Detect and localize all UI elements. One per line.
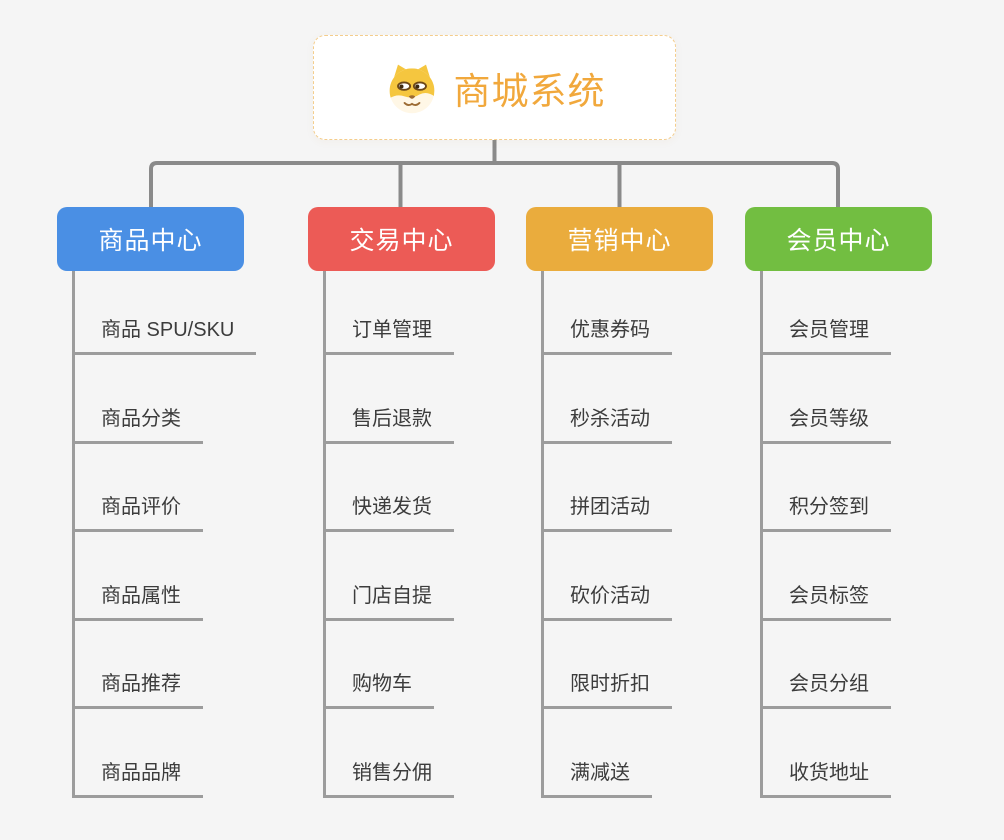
topic-label: 会员标签 bbox=[763, 583, 891, 621]
topic-item[interactable]: 商品推荐 bbox=[75, 621, 244, 710]
branch-items: 商品 SPU/SKU 商品分类 商品评价 商品属性 商品推荐 商品品牌 bbox=[72, 271, 257, 798]
topic-item[interactable]: 商品评价 bbox=[75, 444, 244, 533]
topic-label: 订单管理 bbox=[326, 317, 454, 355]
topic-item[interactable]: 快递发货 bbox=[326, 444, 495, 533]
topic-label: 优惠券码 bbox=[544, 317, 672, 355]
topic-label: 收货地址 bbox=[763, 760, 891, 798]
branch-label: 营销中心 bbox=[567, 227, 672, 255]
topic-label: 商品属性 bbox=[75, 583, 203, 621]
topic-item[interactable]: 会员分组 bbox=[763, 621, 932, 710]
topic-label: 商品品牌 bbox=[75, 760, 203, 798]
topic-item[interactable]: 售后退款 bbox=[326, 355, 495, 444]
branch-node-trade[interactable]: 交易中心 bbox=[308, 207, 495, 271]
branch-items: 会员管理 会员等级 积分签到 会员标签 会员分组 收货地址 bbox=[760, 271, 932, 798]
topic-label: 销售分佣 bbox=[326, 760, 454, 798]
topic-item[interactable]: 拼团活动 bbox=[544, 444, 713, 533]
branch-node-marketing[interactable]: 营销中心 bbox=[526, 207, 713, 271]
topic-label: 商品 SPU/SKU bbox=[75, 317, 257, 355]
topic-label: 拼团活动 bbox=[544, 494, 672, 533]
branch-label: 商品中心 bbox=[98, 227, 203, 255]
topic-item[interactable]: 积分签到 bbox=[763, 444, 932, 533]
branch-node-product[interactable]: 商品中心 bbox=[57, 207, 244, 271]
topic-label: 售后退款 bbox=[326, 406, 454, 444]
topic-item[interactable]: 购物车 bbox=[326, 621, 495, 710]
branch-column-trade: 交易中心 订单管理 售后退款 快递发货 门店自提 购物车 销售分佣 bbox=[308, 207, 495, 798]
topic-item[interactable]: 商品分类 bbox=[75, 355, 244, 444]
branch-items: 优惠券码 秒杀活动 拼团活动 砍价活动 限时折扣 满减送 bbox=[541, 271, 713, 798]
topic-label: 门店自提 bbox=[326, 583, 454, 621]
root-title: 商城系统 bbox=[453, 70, 606, 112]
topic-item[interactable]: 优惠券码 bbox=[544, 271, 713, 355]
topic-label: 满减送 bbox=[544, 760, 652, 798]
branch-label: 会员中心 bbox=[786, 227, 891, 255]
branch-column-marketing: 营销中心 优惠券码 秒杀活动 拼团活动 砍价活动 限时折扣 满减送 bbox=[526, 207, 713, 798]
topic-item[interactable]: 满减送 bbox=[544, 709, 713, 798]
branch-label: 交易中心 bbox=[349, 227, 454, 255]
topic-item[interactable]: 商品品牌 bbox=[75, 709, 244, 798]
topic-item[interactable]: 会员标签 bbox=[763, 532, 932, 621]
branch-column-member: 会员中心 会员管理 会员等级 积分签到 会员标签 会员分组 收货地址 bbox=[745, 207, 932, 798]
topic-item[interactable]: 收货地址 bbox=[763, 709, 932, 798]
topic-item[interactable]: 门店自提 bbox=[326, 532, 495, 621]
topic-label: 商品推荐 bbox=[75, 671, 203, 710]
topic-label: 秒杀活动 bbox=[544, 406, 672, 444]
topic-label: 商品分类 bbox=[75, 406, 203, 444]
topic-item[interactable]: 限时折扣 bbox=[544, 621, 713, 710]
topic-item[interactable]: 商品属性 bbox=[75, 532, 244, 621]
topic-label: 会员分组 bbox=[763, 671, 891, 710]
root-node[interactable]: 商城系统 bbox=[313, 35, 676, 140]
topic-label: 快递发货 bbox=[326, 494, 454, 533]
branch-node-member[interactable]: 会员中心 bbox=[745, 207, 932, 271]
topic-item[interactable]: 砍价活动 bbox=[544, 532, 713, 621]
connector-paths bbox=[149, 140, 840, 207]
topic-item[interactable]: 销售分佣 bbox=[326, 709, 495, 798]
topic-item[interactable]: 会员等级 bbox=[763, 355, 932, 444]
topic-label: 会员管理 bbox=[763, 317, 891, 355]
topic-label: 积分签到 bbox=[763, 494, 891, 533]
doge-icon bbox=[389, 64, 434, 113]
topic-item[interactable]: 秒杀活动 bbox=[544, 355, 713, 444]
topic-item[interactable]: 会员管理 bbox=[763, 271, 932, 355]
topic-item[interactable]: 订单管理 bbox=[326, 271, 495, 355]
topic-item[interactable]: 商品 SPU/SKU bbox=[75, 271, 257, 355]
topic-label: 限时折扣 bbox=[544, 671, 672, 710]
branch-items: 订单管理 售后退款 快递发货 门店自提 购物车 销售分佣 bbox=[323, 271, 495, 798]
topic-label: 会员等级 bbox=[763, 406, 891, 444]
topic-label: 商品评价 bbox=[75, 494, 203, 533]
topic-label: 砍价活动 bbox=[544, 583, 672, 621]
branch-column-product: 商品中心 商品 SPU/SKU 商品分类 商品评价 商品属性 商品推荐 商品品牌 bbox=[57, 207, 257, 798]
topic-label: 购物车 bbox=[326, 671, 434, 710]
branch-bus-line bbox=[149, 161, 840, 207]
